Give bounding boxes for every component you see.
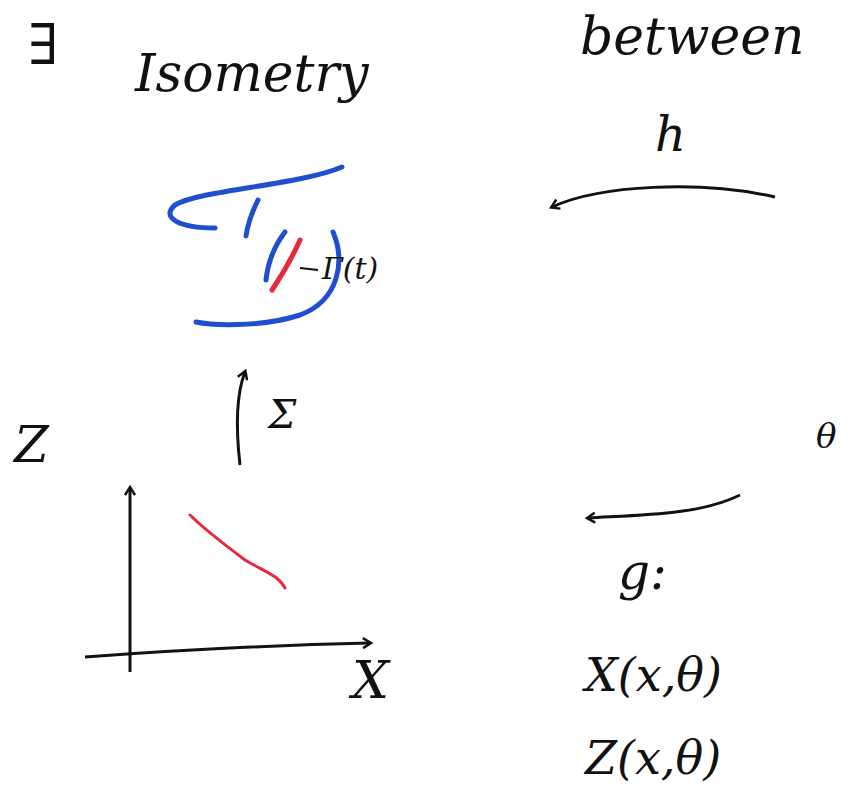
surface	[170, 167, 342, 325]
title-word: between	[580, 8, 805, 65]
map-arrow	[588, 495, 740, 518]
axis-name: X	[352, 652, 389, 709]
leader-line	[300, 268, 318, 270]
curve-name: Γ(t)	[322, 252, 378, 285]
axis	[129, 488, 132, 672]
axis-name: Z	[14, 418, 49, 473]
formula: Z(x,θ)	[585, 733, 721, 784]
title-word: Isometry	[135, 45, 369, 102]
map-arrow	[237, 372, 245, 465]
curve-on-surface	[272, 240, 300, 290]
formula: X(x,θ)	[585, 650, 722, 701]
map-name: g:	[618, 545, 667, 600]
profile-curve	[190, 515, 285, 588]
exists-symbol: ∃	[28, 14, 58, 76]
variable-name: θ	[816, 418, 836, 455]
map-name: h	[655, 108, 686, 161]
map-arrow	[552, 187, 775, 207]
map-name: Σ	[268, 392, 296, 436]
axis	[85, 643, 370, 657]
